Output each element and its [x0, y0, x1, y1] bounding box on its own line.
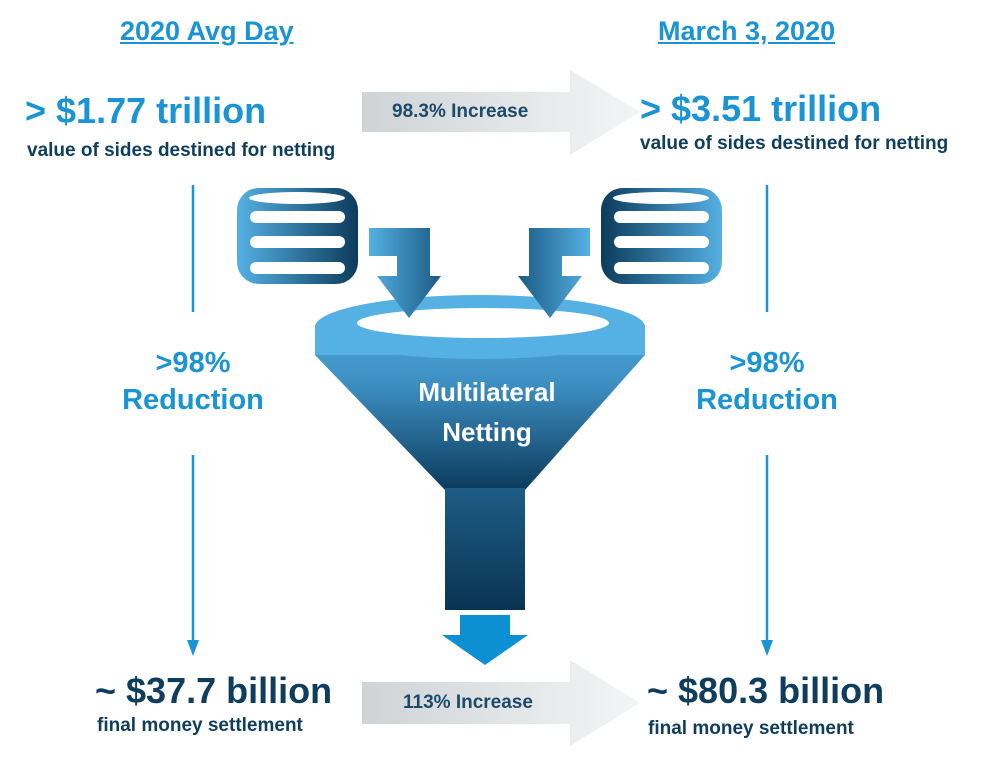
- input-arrow-right-icon: [518, 228, 590, 318]
- top-increase-label: 98.3% Increase: [392, 101, 529, 122]
- input-arrow-left-icon: [369, 228, 441, 318]
- down-arrowhead-right: [761, 640, 773, 656]
- left-settlement-caption: final money settlement: [97, 715, 303, 736]
- funnel-icon: [315, 295, 645, 665]
- bottom-increase-label: 113% Increase: [403, 692, 533, 713]
- left-sides-caption: value of sides destined for netting: [27, 140, 336, 161]
- left-header: 2020 Avg Day: [120, 16, 294, 46]
- increase-arrow-top: [362, 70, 640, 155]
- right-sides-caption: value of sides destined for netting: [640, 133, 949, 154]
- left-reduction-label: Reduction: [122, 384, 264, 416]
- right-reduction: >98% Reduction: [667, 345, 867, 419]
- right-reduction-pct: >98%: [729, 347, 805, 379]
- right-reduction-label: Reduction: [696, 384, 838, 416]
- down-arrowhead-left: [187, 640, 199, 656]
- database-icon-right: [601, 188, 722, 284]
- left-reduction-pct: >98%: [155, 347, 231, 379]
- funnel-label: Multilateral Netting: [387, 372, 587, 452]
- right-header: March 3, 2020: [658, 16, 836, 46]
- left-reduction: >98% Reduction: [93, 345, 293, 419]
- output-arrow-icon: [442, 615, 528, 665]
- right-sides-value: > $3.51 trillion: [640, 88, 882, 129]
- reduction-lines: [191, 185, 769, 645]
- funnel-label-line1: Multilateral: [418, 377, 556, 407]
- left-sides-value: > $1.77 trillion: [25, 90, 267, 131]
- database-icon-left: [237, 188, 358, 284]
- increase-arrow-bottom: [362, 660, 640, 746]
- right-settlement-caption: final money settlement: [648, 718, 854, 739]
- left-settlement-value: ~ $37.7 billion: [95, 670, 333, 711]
- right-settlement-value: ~ $80.3 billion: [647, 670, 885, 711]
- funnel-label-line2: Netting: [442, 417, 532, 447]
